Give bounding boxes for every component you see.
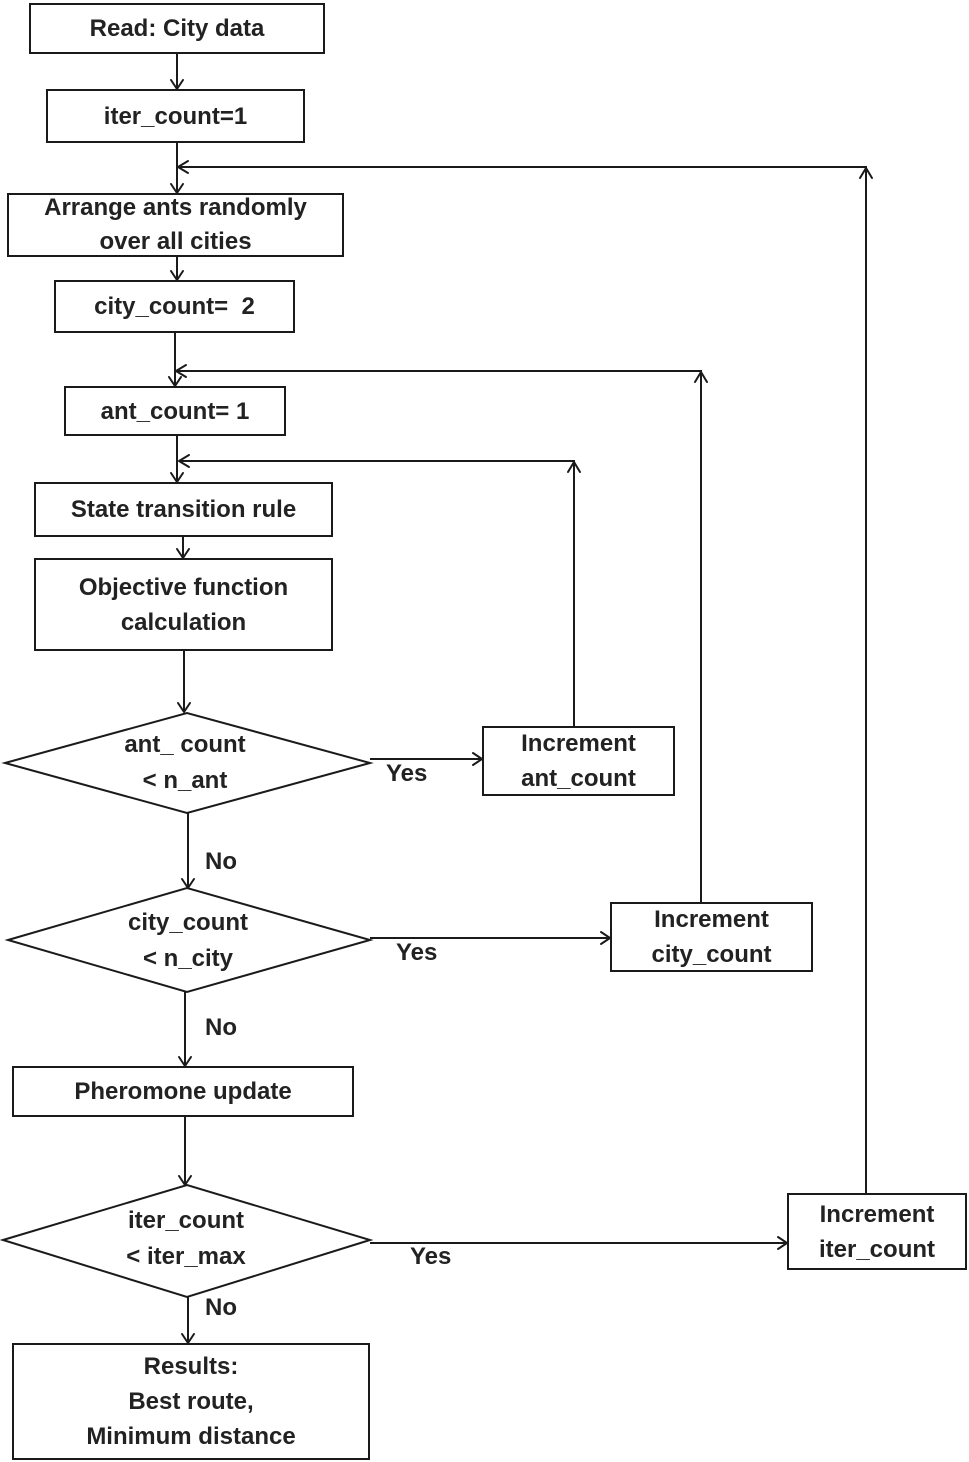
objective-function-line-2: calculation (120, 608, 247, 636)
ant-check-diamond (1, 711, 374, 815)
no-label-iter: No (205, 1294, 237, 1321)
ant-check-line-1: ant_ count (124, 731, 246, 758)
arrange-ants-box: Arrange ants randomly over all cities (7, 193, 344, 257)
results-line-3: Minimum distance (86, 1423, 296, 1450)
connector-ant-loop (179, 460, 575, 726)
iter-check-text: iter_count < iter_max (61, 1198, 311, 1280)
no-label-city: No (205, 1014, 237, 1041)
arrange-ants-line-2: over all cities (99, 228, 252, 255)
arrowhead (859, 167, 873, 179)
increment-ant-count-box: Increment ant_count (482, 726, 675, 796)
objective-function-box: Objective function calculation (34, 558, 333, 651)
city-check-text: city_count < n_city (63, 900, 313, 982)
iter-count-init-box: iter_count=1 (46, 89, 305, 143)
yes-label-iter: Yes (410, 1243, 452, 1270)
results-line-2: Best route, (128, 1388, 254, 1415)
read-city-data-text: Read: City data (89, 15, 265, 42)
state-transition-box: State transition rule (34, 482, 333, 537)
objective-function-line-1: Objective function (78, 573, 289, 601)
increment-city-count-line-2: city_count (651, 941, 772, 968)
increment-city-count-line-1: Increment (654, 906, 769, 933)
yes-label-ant: Yes (386, 760, 428, 787)
city-count-init-text: city_count= 2 (94, 293, 255, 320)
increment-iter-count-box: Increment iter_count (787, 1193, 967, 1270)
arrowhead (567, 461, 581, 473)
iter-count-init-text: iter_count=1 (103, 102, 248, 130)
arrowhead (694, 371, 708, 383)
city-check-diamond (4, 886, 374, 994)
arrowhead (178, 454, 190, 468)
iter-check-line-2: < iter_max (126, 1243, 246, 1270)
yes-label-city: Yes (396, 939, 438, 966)
results-box: Results: Best route, Minimum distance (12, 1343, 370, 1460)
connector-city-loop (176, 370, 702, 902)
pheromone-update-text: Pheromone update (74, 1078, 292, 1105)
arrowhead (177, 160, 189, 174)
increment-iter-count-line-1: Increment (819, 1200, 935, 1228)
city-check-line-1: city_count (127, 909, 249, 936)
read-city-data-box: Read: City data (29, 3, 325, 54)
city-count-init-box: city_count= 2 (54, 280, 295, 333)
increment-city-count-box: Increment city_count (610, 902, 813, 972)
arrowhead (177, 702, 191, 713)
iter-check-line-1: iter_count (127, 1207, 244, 1234)
ant-check-line-2: < n_ant (142, 767, 228, 794)
arrange-ants-line-1: Arrange ants randomly (44, 194, 307, 221)
increment-iter-count-line-2: iter_count (818, 1235, 935, 1263)
pheromone-update-box: Pheromone update (12, 1066, 354, 1117)
ant-check-text: ant_ count < n_ant (60, 722, 310, 804)
no-label-ant: No (205, 848, 237, 875)
increment-ant-count-line-1: Increment (521, 730, 636, 757)
city-check-line-2: < n_city (142, 945, 234, 972)
ant-count-init-text: ant_count= 1 (100, 397, 250, 425)
results-line-1: Results: (143, 1353, 239, 1380)
iter-check-diamond (0, 1183, 374, 1299)
arrowhead (175, 364, 187, 378)
state-transition-text: State transition rule (70, 496, 297, 523)
ant-count-init-box: ant_count= 1 (64, 386, 286, 436)
increment-ant-count-line-2: ant_count (521, 765, 636, 792)
